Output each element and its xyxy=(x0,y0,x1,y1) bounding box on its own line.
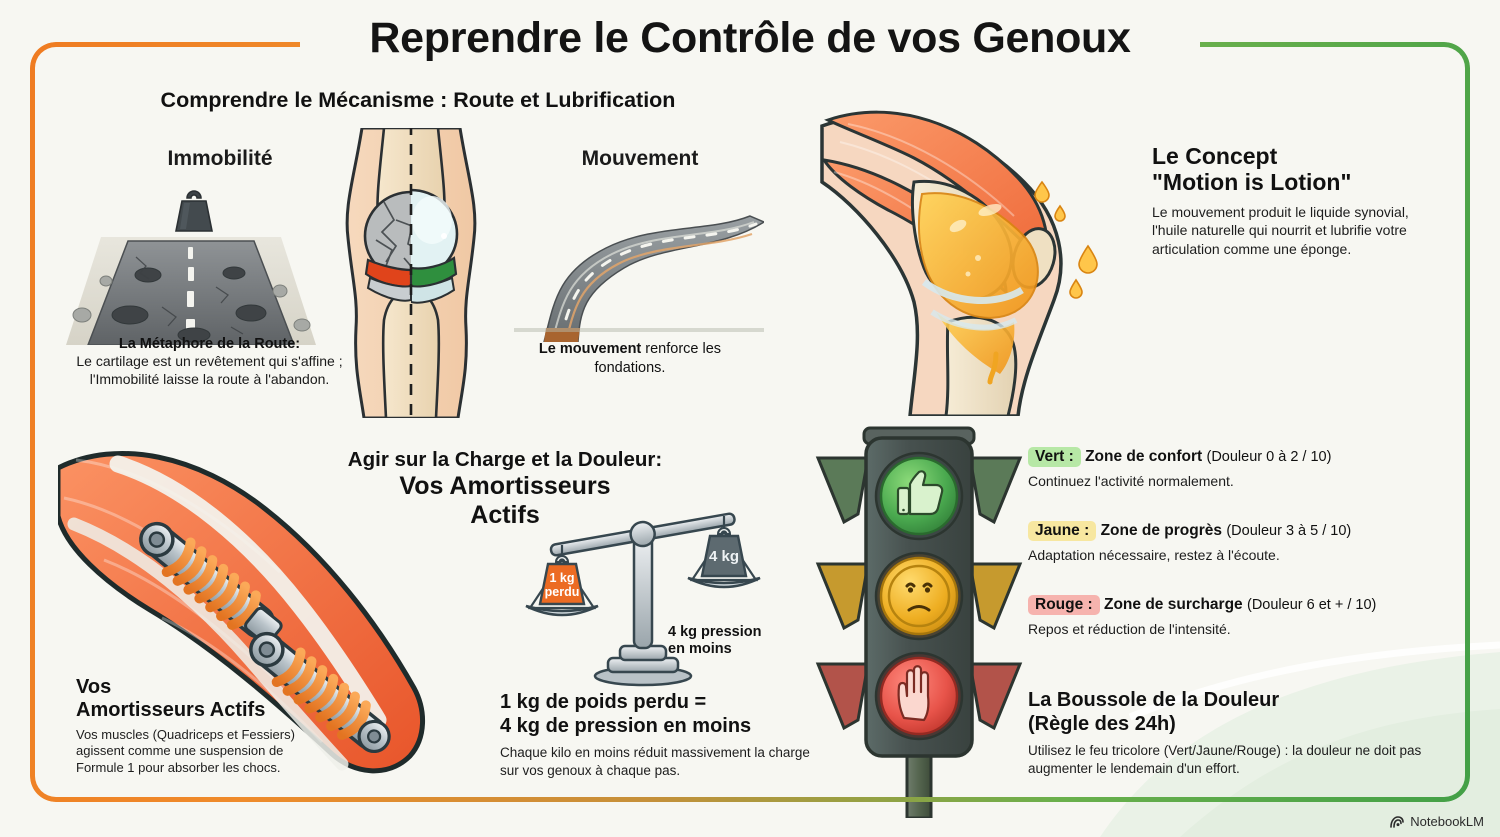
shock-title-line1: Vos xyxy=(76,676,112,698)
caption-road-body: Le cartilage est un revêtement qui s'aff… xyxy=(76,353,343,388)
watermark-label: NotebookLM xyxy=(1410,814,1484,829)
caption-road-metaphor: La Métaphore de la Route: Le cartilage e… xyxy=(72,336,347,388)
legend-green-head: Vert : Zone de confort (Douleur 0 à 2 / … xyxy=(1028,447,1478,467)
legend-yellow-head: Jaune : Zone de progrès (Douleur 3 à 5 /… xyxy=(1028,521,1478,541)
section-title-mechanism: Comprendre le Mécanisme : Route et Lubri… xyxy=(160,88,676,112)
compass-body: Utilisez le feu tricolore (Vert/Jaune/Ro… xyxy=(1028,743,1422,777)
legend-yellow-bold: Zone de progrès xyxy=(1100,522,1223,539)
legend-red-chip: Rouge : xyxy=(1028,595,1100,615)
compass-title-line2: (Règle des 24h) xyxy=(1028,713,1176,735)
scale-left-weight-line2: perdu xyxy=(545,585,580,599)
caption-movement: Le mouvement renforce les fondations. xyxy=(505,340,755,378)
charge-line3: Actifs xyxy=(470,501,540,529)
scale-headline-line1: 1 kg de poids perdu = xyxy=(500,691,707,713)
legend-yellow-sub: Adaptation nécessaire, restez à l'écoute… xyxy=(1028,547,1280,563)
lotion-body: Le mouvement produit le liquide synovial… xyxy=(1152,203,1409,258)
block-motion-is-lotion: Le Concept "Motion is Lotion" Le mouveme… xyxy=(1152,143,1440,259)
scale-left-weight-line1: 1 kg xyxy=(549,571,574,585)
legend-item-red: Rouge : Zone de surcharge (Douleur 6 et … xyxy=(1028,595,1478,637)
legend-item-green: Vert : Zone de confort (Douleur 0 à 2 / … xyxy=(1028,447,1478,489)
watermark: NotebookLM xyxy=(1389,814,1484,829)
legend-item-yellow: Jaune : Zone de progrès (Douleur 3 à 5 /… xyxy=(1028,521,1478,563)
legend-red-paren: (Douleur 6 et + / 10) xyxy=(1247,597,1377,613)
section-title-charge: Agir sur la Charge et la Douleur: Vos Am… xyxy=(340,448,670,530)
notebooklm-icon xyxy=(1390,815,1405,828)
lotion-title-line2: "Motion is Lotion" xyxy=(1152,168,1352,195)
caption-movement-lead: Le mouvement xyxy=(538,341,642,357)
legend-green-paren: (Douleur 0 à 2 / 10) xyxy=(1206,449,1332,465)
smooth-highway-illustration xyxy=(514,215,764,342)
legend-yellow-chip: Jaune : xyxy=(1028,521,1097,541)
caption-weight-pressure: 1 kg de poids perdu = 4 kg de pression e… xyxy=(500,690,830,779)
legend-red-head: Rouge : Zone de surcharge (Douleur 6 et … xyxy=(1028,595,1478,615)
compass-title-line1: La Boussole de la Douleur xyxy=(1028,689,1280,711)
block-pain-compass: La Boussole de la Douleur (Règle des 24h… xyxy=(1028,688,1468,778)
shock-body: Vos muscles (Quadriceps et Fessiers) agi… xyxy=(76,726,295,776)
legend-green-sub: Continuez l'activité normalement. xyxy=(1028,473,1234,489)
page-title: Reprendre le Contrôle de vos Genoux xyxy=(369,14,1131,62)
charge-line2: Vos Amortisseurs xyxy=(399,472,611,500)
legend-red-bold: Zone de surcharge xyxy=(1104,596,1243,613)
label-mouvement: Mouvement xyxy=(581,147,699,170)
caption-scale-side: 4 kg pression en moins xyxy=(668,624,788,659)
scale-body: Chaque kilo en moins réduit massivement … xyxy=(500,745,810,778)
legend-green-bold: Zone de confort xyxy=(1085,448,1203,465)
scale-side-line2: en moins xyxy=(668,641,732,658)
shock-title-line2: Amortisseurs Actifs xyxy=(76,698,266,721)
legend-red-sub: Repos et réduction de l'intensité. xyxy=(1028,621,1231,637)
charge-line1: Agir sur la Charge et la Douleur: xyxy=(347,448,663,471)
traffic-light-illustration xyxy=(815,426,1023,818)
caption-road-title: La Métaphore de la Route: xyxy=(118,336,301,352)
lotion-title-line1: Le Concept xyxy=(1152,143,1278,169)
scale-headline-line2: 4 kg de pression en moins xyxy=(500,715,752,737)
legend-green-chip: Vert : xyxy=(1028,447,1081,467)
label-immobilite: Immobilité xyxy=(167,147,273,170)
weight-icon xyxy=(175,190,213,232)
scale-side-line1: 4 kg pression xyxy=(668,624,762,640)
legend-yellow-paren: (Douleur 3 à 5 / 10) xyxy=(1226,523,1352,539)
scale-right-weight: 4 kg xyxy=(709,548,739,565)
synovial-knee-illustration xyxy=(820,110,1098,416)
caption-shock-absorbers: Vos Amortisseurs Actifs Vos muscles (Qua… xyxy=(76,676,326,777)
